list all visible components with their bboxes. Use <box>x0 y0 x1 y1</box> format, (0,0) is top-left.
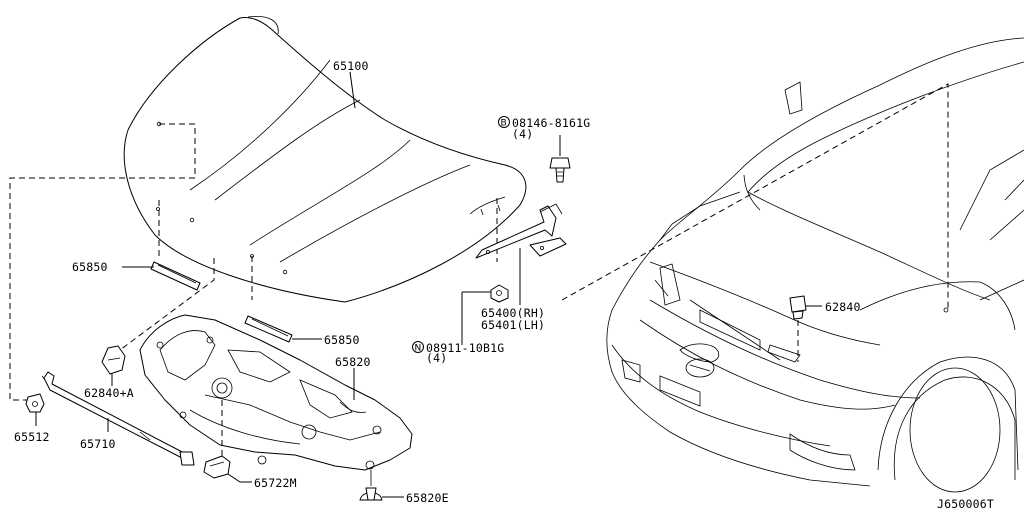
hood-support-rod <box>41 371 195 466</box>
label-bolt-qty: (4) <box>512 127 533 141</box>
label-bracket: 62840+A <box>84 386 134 400</box>
bolt-prefix-mark: B <box>501 119 507 129</box>
bolt-callout: B 08146-8161G (4) <box>498 116 590 141</box>
label-hinge-rh: 65400(RH) <box>481 306 545 320</box>
hood-bumper-stop <box>789 295 807 320</box>
hood-hinge <box>475 203 567 259</box>
hood-rod-grommet <box>25 393 45 413</box>
vehicle-front-view <box>606 37 1024 493</box>
label-bumper-stop: 62840 <box>825 300 861 314</box>
label-bolt: 08146-8161G <box>512 116 590 130</box>
label-nut: 08911-10B1G <box>426 341 504 355</box>
hood-panel <box>123 15 527 303</box>
label-hood-rod: 65710 <box>80 437 116 451</box>
insulator-clip <box>359 470 383 501</box>
label-nut-qty: (4) <box>426 351 447 365</box>
label-clip: 65820E <box>406 491 449 505</box>
label-grommet: 65512 <box>14 430 50 444</box>
label-hood: 65100 <box>333 59 369 73</box>
hinge-bolt <box>549 157 571 183</box>
engine-insulator-panel <box>139 314 413 471</box>
hood-bracket <box>101 345 126 375</box>
nut-prefix-mark: N <box>415 344 422 354</box>
label-lock: 65722M <box>254 476 297 490</box>
hood-insulator-strip-right <box>244 254 293 343</box>
hinge-nut <box>490 284 509 303</box>
label-insulator-right: 65850 <box>324 333 360 347</box>
label-hinge-lh: 65401(LH) <box>481 318 545 332</box>
diagram-id: J650006T <box>937 497 994 511</box>
nut-callout: N 08911-10B1G (4) <box>412 341 504 365</box>
label-insulator-panel: 65820 <box>335 355 371 369</box>
label-insulator-left: 65850 <box>72 260 108 274</box>
